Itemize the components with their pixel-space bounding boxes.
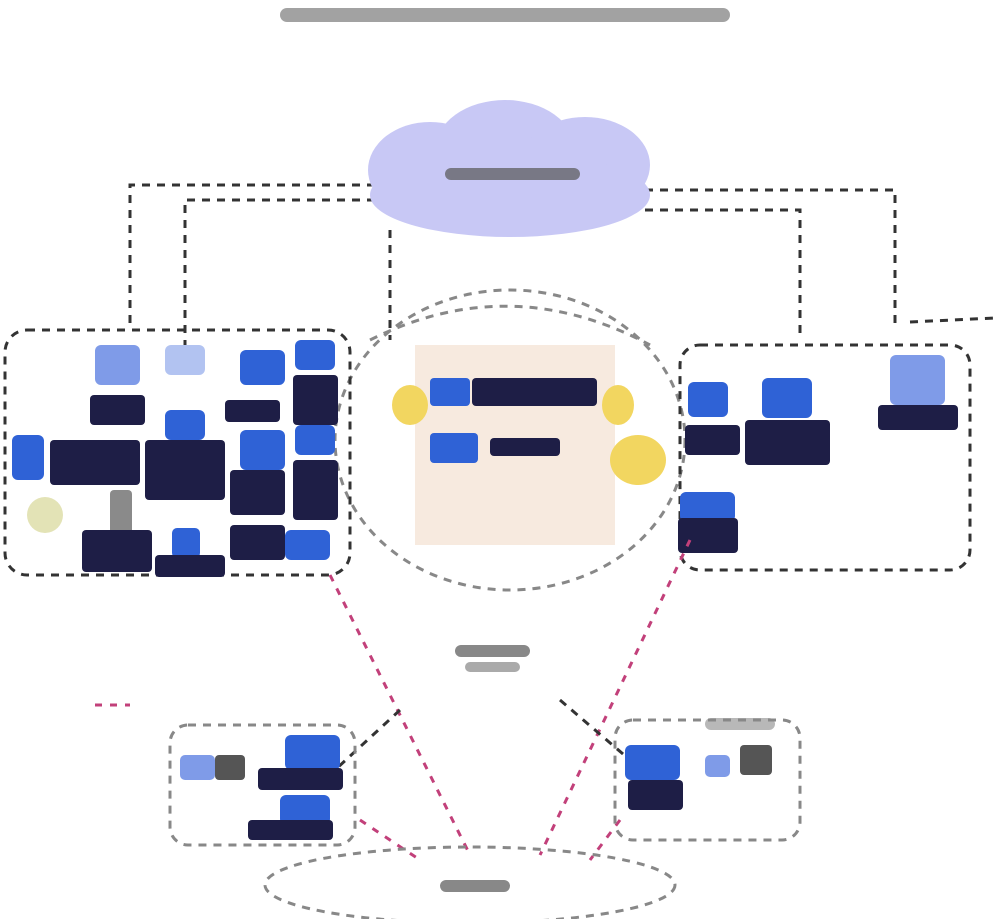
bottom-right-group (613, 718, 802, 842)
hub-label (455, 645, 530, 657)
diagram-title (280, 8, 730, 22)
bottom-right-devices (625, 718, 775, 810)
bottom-left-group (168, 723, 357, 847)
bottom-left-devices (180, 735, 343, 840)
right-cluster (678, 343, 972, 572)
cloud-link-left-outer (128, 183, 375, 330)
bottom-label (440, 880, 510, 892)
pink-link-right (538, 539, 692, 856)
right-cluster-devices (678, 355, 958, 553)
connector-bottom-right (610, 435, 666, 485)
bottom-ellipse (263, 845, 677, 919)
central-box (415, 345, 615, 545)
cloud-link-right-inner (645, 208, 802, 340)
hub-top-arc (369, 304, 651, 347)
connector-right (602, 385, 634, 425)
pink-link-left (328, 574, 472, 856)
pink-link-short-left (359, 818, 421, 862)
hub-link-bottom-left (333, 708, 402, 772)
hub-link-bottom-right (559, 698, 631, 762)
left-cluster-devices (12, 340, 338, 577)
connector-left (392, 385, 428, 425)
cloud (368, 100, 650, 237)
cloud-link-left-inner (183, 198, 375, 345)
cloud-link-right-top (909, 316, 996, 324)
